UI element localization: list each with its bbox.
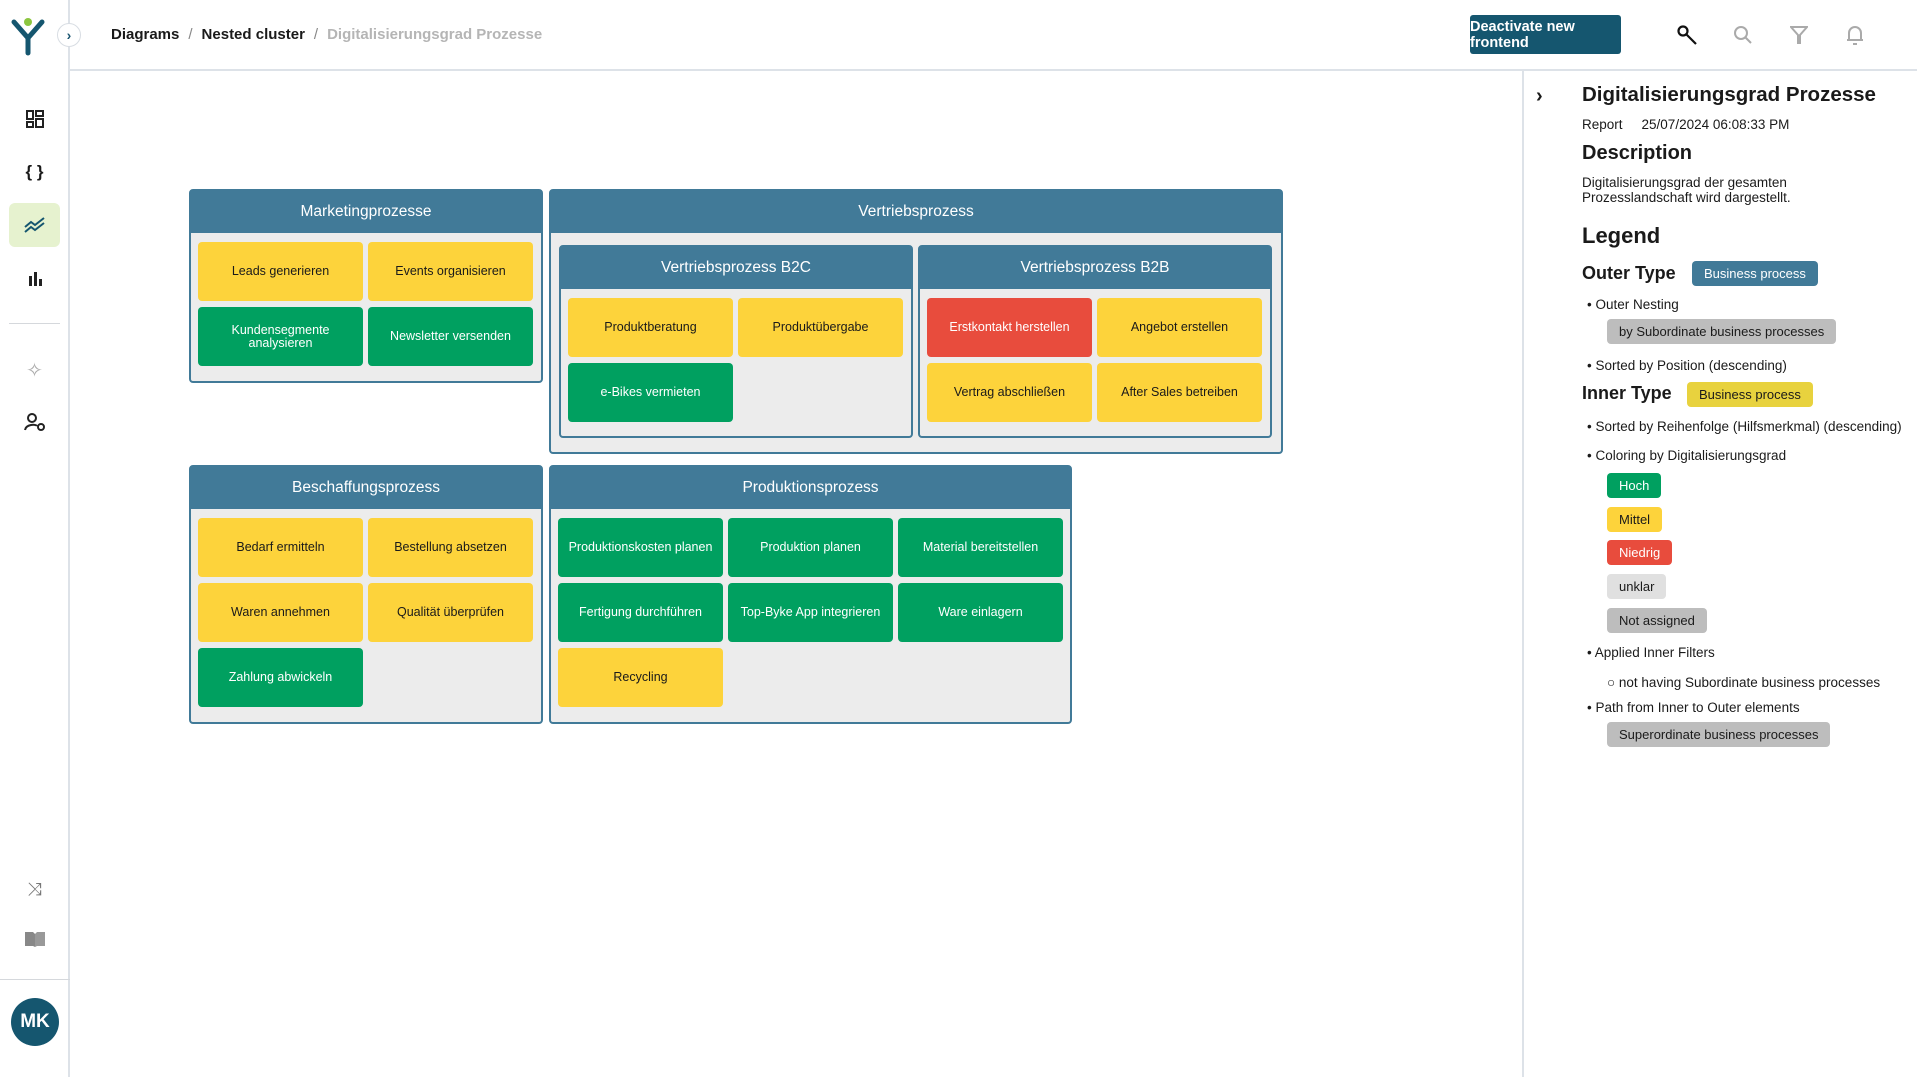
process-card[interactable]: Produktübergabe (738, 298, 903, 357)
legend-hoch: Hoch (1607, 473, 1662, 498)
search-icon[interactable] (1730, 22, 1756, 48)
path-badge: Superordinate business processes (1607, 722, 1831, 747)
user-settings-icon[interactable] (9, 400, 60, 444)
process-card[interactable]: Events organisieren (368, 242, 533, 301)
book-icon[interactable] (9, 917, 60, 961)
outer-nesting-badge: by Subordinate business processes (1607, 319, 1837, 344)
process-card[interactable]: Kundensegmente analysieren (198, 307, 363, 366)
process-card[interactable]: Produktberatung (568, 298, 733, 357)
process-card[interactable]: After Sales betreiben (1097, 363, 1262, 422)
breadcrumb-current: Digitalisierungsgrad Prozesse (327, 26, 543, 43)
process-card[interactable]: Zahlung abwickeln (198, 648, 363, 707)
outer-type-label: Outer Type (1582, 263, 1676, 283)
plugin-icon[interactable]: ✧ (26, 359, 43, 382)
inner-type-label: Inner Type (1582, 383, 1672, 403)
collapse-panel-chevron-icon[interactable]: › (1536, 85, 1543, 107)
sidebar-divider (9, 323, 60, 324)
header: Diagrams / Nested cluster / Digitalisier… (70, 0, 1917, 71)
path-label: • Path from Inner to Outer elements (1587, 700, 1800, 715)
expand-sidebar-button[interactable]: › (57, 23, 81, 47)
legend-heading: Legend (1582, 223, 1661, 248)
report-meta: Report 25/07/2024 06:08:33 PM (1582, 117, 1789, 132)
process-card[interactable]: Newsletter versenden (368, 307, 533, 366)
sidebar: › { } ✧ ⤨ MK (0, 0, 81, 1077)
description-text: Digitalisierungsgrad der gesamten Prozes… (1582, 175, 1791, 205)
wrench-icon[interactable] (1674, 22, 1700, 48)
cluster-title: Produktionsprozess (551, 467, 1070, 509)
filter-icon[interactable] (1786, 22, 1812, 48)
panel-title: Digitalisierungsgrad Prozesse (1582, 83, 1876, 106)
process-card[interactable]: Material bereitstellen (898, 518, 1063, 577)
process-card[interactable]: Ware einlagern (898, 583, 1063, 642)
process-card[interactable]: Bedarf ermitteln (198, 518, 363, 577)
filter-item: ○ not having Subordinate business proces… (1607, 675, 1881, 690)
process-card[interactable]: e-Bikes vermieten (568, 363, 733, 422)
details-panel: › Digitalisierungsgrad Prozesse Report 25… (1522, 71, 1917, 1077)
process-card[interactable]: Produktionskosten planen (558, 518, 723, 577)
process-card[interactable]: Recycling (558, 648, 723, 707)
process-card[interactable]: Angebot erstellen (1097, 298, 1262, 357)
cluster-title: Vertriebsprozess B2B (920, 247, 1270, 289)
cluster-title: Vertriebsprozess (551, 191, 1281, 233)
process-card[interactable]: Top-Byke App integrieren (728, 583, 893, 642)
inner-sort-label: • Sorted by Reihenfolge (Hilfsmerkmal) (… (1587, 419, 1902, 434)
merge-icon[interactable]: ⤨ (27, 878, 42, 899)
legend-unklar: unklar (1607, 574, 1667, 599)
process-card[interactable]: Produktion planen (728, 518, 893, 577)
description-heading: Description (1582, 142, 1693, 164)
outer-type-badge: Business process (1692, 261, 1818, 286)
breadcrumb-separator: / (188, 26, 193, 43)
coloring-label: • Coloring by Digitalisierungsgrad (1587, 448, 1787, 463)
sidebar-divider (0, 979, 70, 980)
process-card[interactable]: Leads generieren (198, 242, 363, 301)
outer-sort-label: • Sorted by Position (descending) (1587, 358, 1787, 373)
outer-nesting-label: • Outer Nesting (1587, 297, 1679, 312)
diagram-icon[interactable] (9, 203, 60, 247)
bell-icon[interactable] (1842, 22, 1868, 48)
cluster-title: Marketingprozesse (191, 191, 541, 233)
process-card[interactable]: Bestellung absetzen (368, 518, 533, 577)
breadcrumb-nested-cluster[interactable]: Nested cluster (201, 26, 305, 43)
dashboard-icon[interactable] (9, 97, 60, 141)
process-card[interactable]: Fertigung durchführen (558, 583, 723, 642)
report-type: Report (1582, 117, 1623, 132)
report-timestamp: 25/07/2024 06:08:33 PM (1641, 117, 1790, 132)
code-braces-icon[interactable]: { } (25, 162, 44, 181)
process-card[interactable]: Waren annehmen (198, 583, 363, 642)
filters-label: • Applied Inner Filters (1587, 645, 1715, 660)
breadcrumb-separator: / (313, 26, 319, 43)
legend-mittel: Mittel (1607, 507, 1663, 532)
breadcrumb-diagrams[interactable]: Diagrams (111, 26, 180, 43)
process-card[interactable]: Erstkontakt herstellen (927, 298, 1092, 357)
breadcrumb: Diagrams / Nested cluster / Digitalisier… (111, 26, 542, 43)
inner-type-badge: Business process (1687, 382, 1813, 407)
deactivate-new-frontend-button[interactable]: Deactivate new frontend (1470, 15, 1621, 54)
avatar[interactable]: MK (11, 998, 59, 1046)
cluster-title: Beschaffungsprozess (191, 467, 541, 509)
process-card[interactable]: Qualität überprüfen (368, 583, 533, 642)
cluster-title: Vertriebsprozess B2C (561, 247, 911, 289)
bar-chart-icon[interactable] (9, 256, 60, 300)
process-card[interactable]: Vertrag abschließen (927, 363, 1092, 422)
legend-not-assigned: Not assigned (1607, 608, 1707, 633)
legend-niedrig: Niedrig (1607, 540, 1673, 565)
logo[interactable] (10, 16, 46, 56)
